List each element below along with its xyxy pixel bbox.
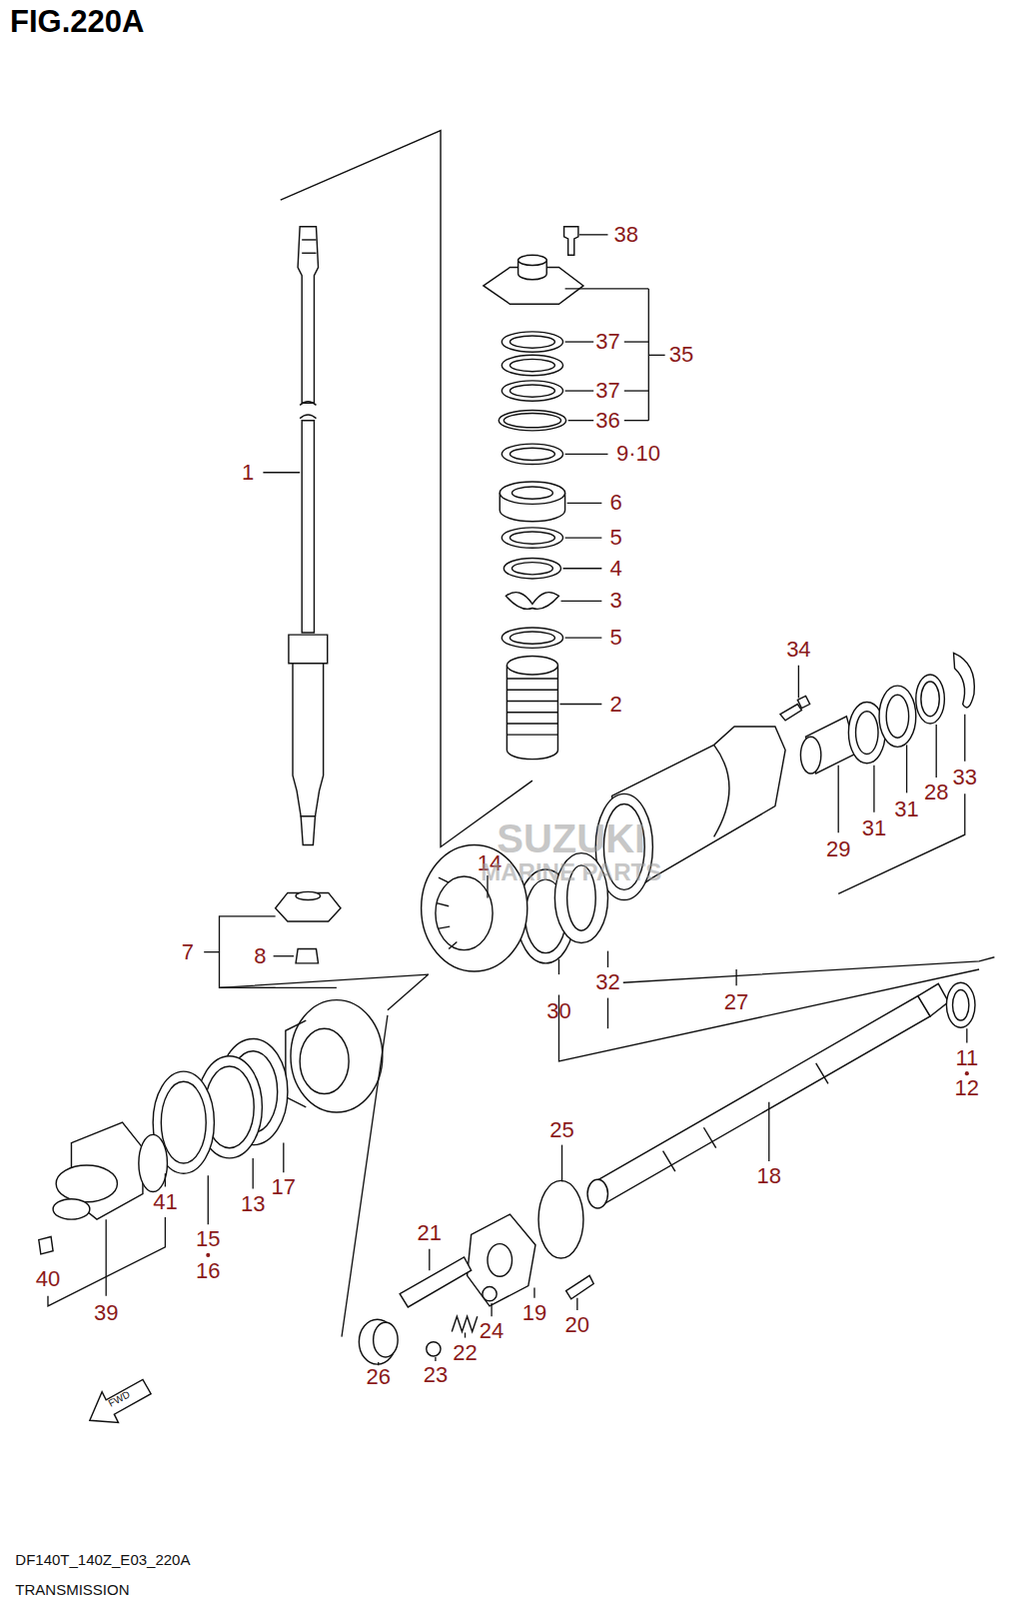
callout-number: 5 bbox=[610, 626, 623, 649]
callout-number: 27 bbox=[724, 991, 749, 1014]
callout-number: 16 bbox=[195, 1259, 220, 1282]
callout-number: 15 bbox=[195, 1227, 220, 1250]
callout-number: 5 bbox=[610, 526, 623, 549]
callout-number: 33 bbox=[953, 766, 978, 789]
callout-number: 1 bbox=[241, 461, 254, 484]
figure-caption: DF140T_140Z_E03_220A bbox=[14, 1551, 190, 1567]
callout-number: 39 bbox=[93, 1301, 118, 1324]
callout-number: 25 bbox=[549, 1118, 574, 1141]
callout-number: 6 bbox=[610, 491, 623, 514]
callout-number: 21 bbox=[417, 1221, 442, 1244]
callout-number: 38 bbox=[614, 223, 639, 246]
callout-number: 41 bbox=[152, 1190, 177, 1213]
callout-number: 30 bbox=[546, 1000, 571, 1023]
callout-number: 7 bbox=[181, 941, 194, 964]
callout-number: 9·10 bbox=[616, 442, 661, 465]
watermark: SUZUKI bbox=[496, 818, 646, 859]
callout-number: 18 bbox=[757, 1164, 782, 1187]
callout-number: 2 bbox=[610, 693, 623, 716]
callout-number: 13 bbox=[240, 1192, 265, 1215]
callout-number: 31 bbox=[894, 798, 919, 821]
callout-number: 37 bbox=[595, 330, 620, 353]
callout-number: 36 bbox=[595, 409, 620, 432]
callout-number: 29 bbox=[826, 838, 851, 861]
callout-number: 19 bbox=[522, 1301, 547, 1324]
callout-number: 35 bbox=[669, 343, 694, 366]
figure-caption: TRANSMISSION bbox=[14, 1581, 129, 1597]
callout-number: 28 bbox=[924, 781, 949, 804]
callout-number: 24 bbox=[479, 1319, 504, 1342]
callout-number: 17 bbox=[271, 1175, 296, 1198]
callout-number: 11 bbox=[955, 1046, 979, 1069]
watermark: MARINE PARTS bbox=[480, 860, 662, 885]
callout-number: 31 bbox=[862, 817, 887, 840]
callout-number: 23 bbox=[423, 1363, 448, 1386]
callout-number: 22 bbox=[452, 1341, 477, 1364]
callout-number: 37 bbox=[595, 379, 620, 402]
callout-number: 20 bbox=[565, 1313, 590, 1336]
figure-title: FIG.220A bbox=[9, 3, 144, 40]
callout-number: 40 bbox=[35, 1267, 60, 1290]
callout-number: 26 bbox=[366, 1365, 391, 1388]
direction-mark: FWD bbox=[106, 1388, 132, 1409]
callout-number: 8 bbox=[253, 945, 266, 968]
callout-number: 4 bbox=[610, 557, 623, 580]
callout-number: 34 bbox=[786, 638, 811, 661]
callout-number: 3 bbox=[610, 589, 623, 612]
callout-number: 12 bbox=[955, 1076, 980, 1099]
callout-number: 32 bbox=[595, 971, 620, 994]
